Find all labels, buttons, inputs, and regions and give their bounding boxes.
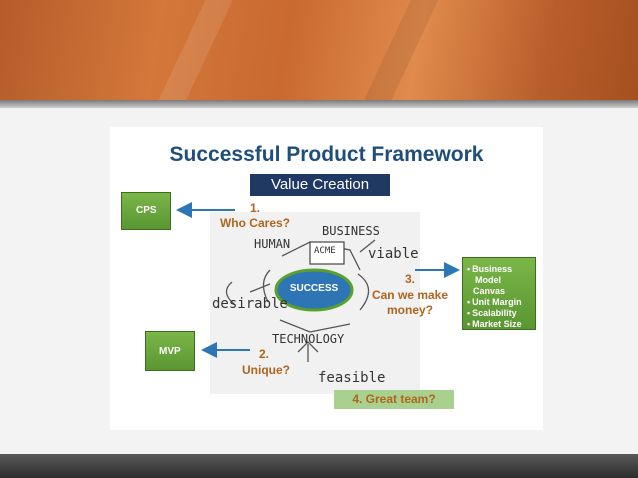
- sketch-stroke-viable: [359, 239, 376, 253]
- mvp-box: MVP: [145, 331, 195, 371]
- business-model-box: Business Model Canvas Unit Margin Scalab…: [462, 257, 536, 330]
- banner-divider: [0, 100, 638, 108]
- success-label: SUCCESS: [289, 283, 339, 294]
- sketch-stroke-right: [357, 273, 370, 311]
- footer-bar: [0, 454, 638, 478]
- sketch-label-feasible: feasible: [318, 370, 386, 386]
- bmc-item-unit-margin: Unit Margin: [467, 297, 535, 308]
- bmc-item-scalability: Scalability: [467, 308, 535, 319]
- q2-text: Unique?: [242, 363, 290, 377]
- q1-text: Who Cares?: [219, 216, 290, 230]
- sketch-label-acme: ACME: [314, 246, 336, 256]
- sketch-label-viable: viable: [368, 246, 419, 262]
- q3-line2: money?: [386, 303, 433, 317]
- bmc-item-market-size: Market Size: [467, 319, 535, 330]
- header-banner: [0, 0, 638, 100]
- acme-box: [309, 241, 345, 265]
- q1-number: 1.: [249, 201, 260, 215]
- cps-box: CPS: [121, 192, 171, 230]
- success-sketch: HUMAN BUSINESS ACME viable desirable TEC…: [210, 212, 420, 394]
- sketch-label-business: BUSINESS: [322, 224, 380, 238]
- sketch-stroke-far-left: [225, 281, 235, 305]
- bmc-item-business: Business: [467, 264, 535, 275]
- sketch-arrow-up: [297, 341, 319, 362]
- sketch-label-technology: TECHNOLOGY: [272, 332, 345, 346]
- sketch-stroke-left: [262, 269, 271, 303]
- q3-line1: Can we make: [371, 288, 449, 302]
- sketch-label-human: HUMAN: [254, 237, 291, 251]
- sketch-drawing: [225, 239, 376, 362]
- bmc-item-model-canvas: Model Canvas: [473, 275, 506, 296]
- q2-number: 2.: [258, 347, 269, 361]
- sketch-stroke-desirable: [249, 283, 271, 293]
- diagram-title: Successful Product Framework: [169, 143, 484, 166]
- success-ellipse: [274, 268, 354, 312]
- great-team-box: 4. Great team?: [334, 390, 454, 409]
- q3-number: 3.: [404, 272, 415, 286]
- sketch-label-desirable: desirable: [212, 296, 288, 312]
- sketch-stroke-bottom: [279, 319, 351, 333]
- value-creation-box: Value Creation: [250, 174, 390, 196]
